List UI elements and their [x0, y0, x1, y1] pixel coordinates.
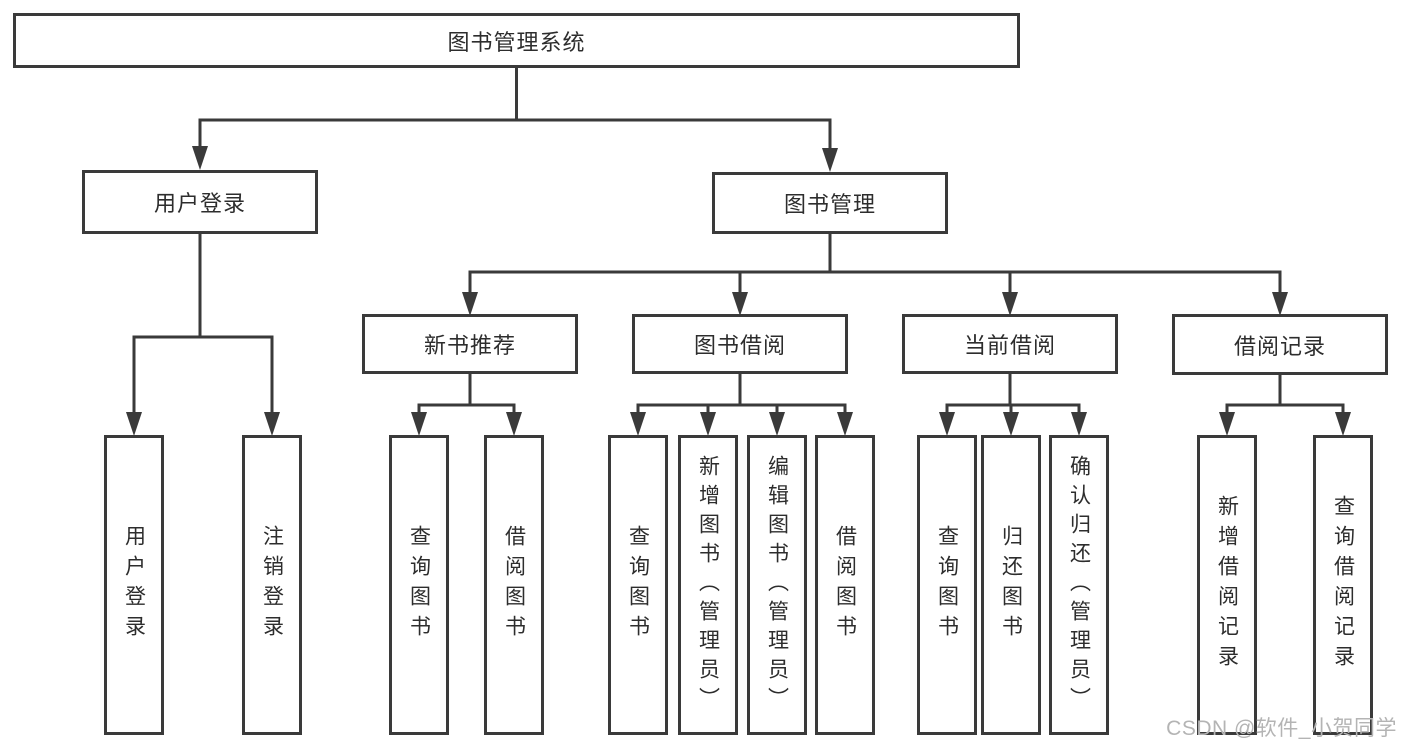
leaf-borrow-add-books-admin-label: 新增图书（管理员） [696, 454, 720, 716]
leaf-user-login-label: 用户登录 [122, 525, 146, 645]
leaf-current-query-books: 查询图书 [917, 435, 977, 735]
node-book-borrow-label: 图书借阅 [693, 333, 786, 358]
node-book-management-label: 图书管理 [783, 192, 876, 217]
trunk-lines [132, 66, 1345, 418]
node-current-borrow-label: 当前借阅 [963, 333, 1056, 358]
leaf-newbook-borrow-books-label: 借阅图书 [502, 525, 526, 645]
node-new-book-recommend: 新书推荐 [362, 314, 578, 374]
node-borrow-records-label: 借阅记录 [1233, 333, 1326, 359]
node-root-label: 图书管理系统 [447, 29, 586, 55]
node-user-login-label: 用户登录 [153, 191, 246, 216]
leaf-current-confirm-return-admin: 确认归还（管理员） [1049, 435, 1109, 735]
leaf-records-add-record: 新增借阅记录 [1197, 435, 1257, 735]
leaf-borrow-edit-books-admin: 编辑图书（管理员） [747, 435, 807, 735]
leaf-current-return-books: 归还图书 [981, 435, 1041, 735]
leaf-logout-label: 注销登录 [260, 525, 284, 645]
leaf-user-login: 用户登录 [104, 435, 164, 735]
node-current-borrow: 当前借阅 [902, 314, 1118, 374]
leaf-current-return-books-label: 归还图书 [999, 525, 1023, 645]
leaf-current-confirm-return-admin-label: 确认归还（管理员） [1067, 454, 1091, 716]
leaf-borrow-borrow-books: 借阅图书 [815, 435, 875, 735]
node-new-book-recommend-label: 新书推荐 [423, 333, 516, 358]
leaf-borrow-query-books-label: 查询图书 [626, 525, 650, 645]
node-book-borrow: 图书借阅 [632, 314, 848, 374]
leaf-records-query-record-label: 查询借阅记录 [1331, 495, 1355, 675]
leaf-newbook-query-books-label: 查询图书 [407, 525, 431, 645]
leaf-records-add-record-label: 新增借阅记录 [1215, 495, 1239, 675]
leaf-newbook-query-books: 查询图书 [389, 435, 449, 735]
leaf-newbook-borrow-books: 借阅图书 [484, 435, 544, 735]
node-borrow-records: 借阅记录 [1172, 314, 1388, 375]
leaf-borrow-add-books-admin: 新增图书（管理员） [678, 435, 738, 735]
watermark: CSDN @软件_小贺同学 [1166, 717, 1397, 740]
leaf-records-query-record: 查询借阅记录 [1313, 435, 1373, 735]
leaf-logout: 注销登录 [242, 435, 302, 735]
node-root-system: 图书管理系统 [13, 13, 1020, 68]
node-book-management: 图书管理 [712, 172, 948, 234]
leaf-borrow-borrow-books-label: 借阅图书 [833, 525, 857, 645]
leaf-borrow-query-books: 查询图书 [608, 435, 668, 735]
node-user-login: 用户登录 [82, 170, 318, 234]
leaf-current-query-books-label: 查询图书 [935, 525, 959, 645]
leaf-borrow-edit-books-admin-label: 编辑图书（管理员） [765, 454, 789, 716]
